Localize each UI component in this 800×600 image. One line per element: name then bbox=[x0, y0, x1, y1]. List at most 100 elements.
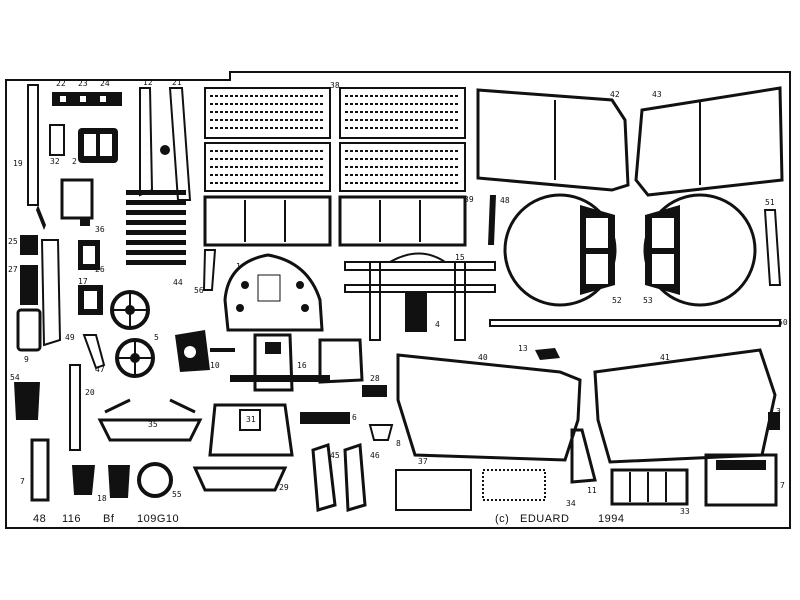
label-18: 18 bbox=[97, 494, 107, 503]
label-32: 32 bbox=[50, 157, 60, 166]
label-53: 53 bbox=[643, 296, 653, 305]
label-47: 47 bbox=[95, 365, 105, 374]
label-3: 3 bbox=[776, 407, 781, 416]
part-38-grilles bbox=[204, 87, 466, 192]
label-25: 25 bbox=[8, 237, 18, 246]
label-44: 44 bbox=[173, 278, 183, 287]
part-52-53-hatches bbox=[503, 193, 757, 307]
part-55 bbox=[137, 462, 173, 498]
label-33: 33 bbox=[680, 507, 690, 516]
label-15: 15 bbox=[455, 253, 465, 262]
label-54: 54 bbox=[10, 373, 20, 382]
label-13: 13 bbox=[518, 344, 528, 353]
label-27: 27 bbox=[8, 265, 18, 274]
part-13 bbox=[535, 348, 560, 360]
label-19: 19 bbox=[13, 159, 23, 168]
part-5-wheels bbox=[110, 290, 155, 378]
part-46 bbox=[343, 442, 367, 512]
label-14: 7 bbox=[780, 481, 785, 490]
part-28 bbox=[362, 385, 387, 397]
label-16: 16 bbox=[297, 361, 307, 370]
part-27 bbox=[20, 265, 38, 305]
label-10: 10 bbox=[210, 361, 220, 370]
fret-outline bbox=[5, 71, 791, 529]
part-39-grilles bbox=[203, 195, 467, 247]
label-52: 52 bbox=[612, 296, 622, 305]
label-40: 40 bbox=[478, 353, 488, 362]
label-5: 5 bbox=[154, 333, 159, 342]
label-22: 22 bbox=[56, 79, 66, 88]
label-20: 20 bbox=[85, 388, 95, 397]
part-41-flap bbox=[593, 348, 777, 464]
label-50: 50 bbox=[778, 318, 788, 327]
label-36: 36 bbox=[95, 225, 105, 234]
label-39: 39 bbox=[464, 195, 474, 204]
part-1-instrument-panel bbox=[223, 253, 324, 332]
part-49 bbox=[82, 334, 106, 370]
part-54 bbox=[14, 382, 40, 420]
part-45 bbox=[311, 442, 337, 512]
part-56 bbox=[202, 249, 217, 291]
part-7 bbox=[30, 438, 50, 502]
label-11: 11 bbox=[587, 486, 597, 495]
part-34-mesh bbox=[482, 469, 546, 501]
part-42-panel bbox=[476, 88, 630, 192]
part-43-panel bbox=[634, 86, 784, 197]
part-22-24 bbox=[52, 92, 122, 106]
label-55: 55 bbox=[172, 490, 182, 499]
part-36-frame bbox=[60, 178, 94, 220]
label-34: 34 bbox=[566, 499, 576, 508]
part-14-box bbox=[704, 453, 778, 507]
label-9: 9 bbox=[24, 355, 29, 364]
part-11 bbox=[570, 428, 597, 484]
part-29 bbox=[192, 466, 288, 492]
label-6: 6 bbox=[352, 413, 357, 422]
label-49: 49 bbox=[65, 333, 75, 342]
part-19-strip bbox=[27, 84, 39, 206]
part-16 bbox=[253, 333, 294, 392]
label-8: 8 bbox=[396, 439, 401, 448]
part-21 bbox=[168, 87, 192, 201]
part-20 bbox=[69, 364, 81, 451]
label-43: 43 bbox=[652, 90, 662, 99]
part-32 bbox=[49, 124, 65, 156]
label-56: 56 bbox=[194, 286, 204, 295]
label-46: 46 bbox=[370, 451, 380, 460]
part-9 bbox=[16, 308, 42, 352]
label-51: 51 bbox=[765, 198, 775, 207]
part-38-box bbox=[395, 469, 472, 511]
part-44-slats bbox=[126, 190, 186, 265]
part-15-frame bbox=[344, 252, 496, 341]
part-33-grille bbox=[610, 468, 689, 506]
label-26: 26 bbox=[95, 265, 105, 274]
label-2: 2 bbox=[72, 157, 77, 166]
label-37: 37 bbox=[418, 457, 428, 466]
part-31 bbox=[208, 403, 294, 457]
part-51 bbox=[763, 209, 782, 286]
label-4: 4 bbox=[435, 320, 440, 329]
part-8 bbox=[368, 424, 394, 441]
part-50-strip bbox=[489, 319, 781, 327]
part-6 bbox=[300, 412, 350, 424]
part-12 bbox=[139, 87, 154, 197]
label-12: 12 bbox=[143, 78, 153, 87]
footer-model: Bf bbox=[103, 513, 115, 525]
label-1: 1 bbox=[236, 262, 241, 271]
part-35-bracket bbox=[97, 418, 203, 442]
label-23: 23 bbox=[78, 79, 88, 88]
part-18 bbox=[108, 465, 130, 498]
label-35: 35 bbox=[148, 420, 158, 429]
label-42: 42 bbox=[610, 90, 620, 99]
label-17: 17 bbox=[78, 277, 88, 286]
label-31: 31 bbox=[246, 415, 256, 424]
label-29: 29 bbox=[279, 483, 289, 492]
part-48 bbox=[488, 195, 496, 245]
footer-number: 116 bbox=[62, 513, 82, 525]
part-40-flap bbox=[396, 353, 582, 462]
label-24: 24 bbox=[100, 79, 110, 88]
footer-maker: EDUARD bbox=[520, 513, 570, 525]
label-38: 38 bbox=[330, 81, 340, 90]
part-4 bbox=[405, 292, 427, 332]
footer-copyright: (c) bbox=[495, 513, 510, 525]
